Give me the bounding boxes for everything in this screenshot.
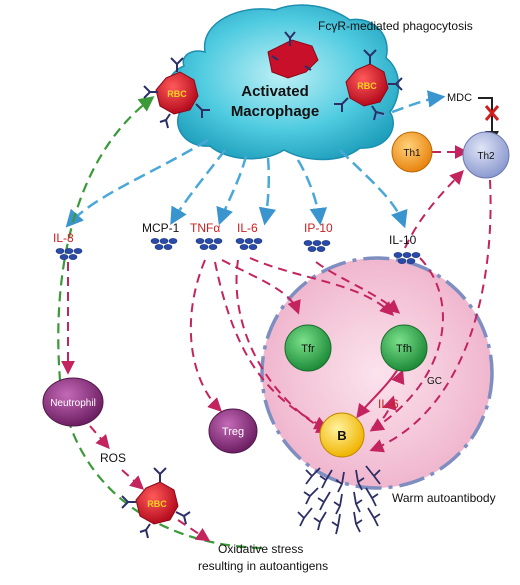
th1-cell [391,131,433,173]
arrow-mac-to-il10 [339,149,408,229]
arrow-il6-to-b [235,259,331,434]
gc-label: GC [427,376,442,387]
cytokine-label-ip10: IP-10 [304,221,333,235]
title-label: FcγR-mediated phagocytosis [318,19,473,33]
arrow-mac-to-tnfa [216,155,248,226]
cytokine-il6-dots [235,238,263,250]
warm-autoantibody-label: Warm autoantibody [392,491,496,505]
arrow-mac-to-il8 [65,138,209,228]
oxidative-stress-label-line1: Oxidative stress [218,542,303,556]
th2-label: Th2 [477,151,495,162]
rbc-cell-right: RBC [334,49,403,121]
arrow-mac-to-mcp1 [170,149,226,226]
tfh-label: Tfh [396,343,412,355]
antibody-on-phagocytosed-rbc [271,31,312,71]
arrow-neutrophil-to-ros [89,425,110,450]
cytokine-label-il10: IL-10 [389,233,417,247]
arrow-rbc-to-oxidative [177,519,211,542]
b-label: B [337,428,346,443]
tfr-label: Tfr [301,343,315,355]
germinal-center [260,256,494,490]
th1-label: Th1 [403,148,421,159]
phagocytosed-rbc [267,39,319,79]
cytokine-label-mcp1: MCP-1 [142,221,180,235]
ros-label: ROS [100,451,126,465]
arrow-mac-to-mdc [374,90,446,120]
neutrophil-label: Neutrophil [50,398,96,409]
cytokine-label-tnfa: TNFα [190,221,220,235]
cytokine-label-il6-b: IL-6 [378,397,399,411]
arrow-tnfa-to-b [214,261,329,430]
b-cell [319,412,365,458]
arrow-th2-to-b [369,179,492,453]
rbc-label-right: RBC [357,81,377,91]
tfr-cell [284,324,332,372]
th2-cell [462,131,510,179]
rbc-label-left: RBC [167,89,187,99]
warm-autoantibody-icons [297,465,381,535]
cytokine-il8-dots [55,248,83,260]
tfh-cell [380,324,428,372]
cytokine-ip10-dots [303,240,331,252]
block-x-icon [484,105,500,121]
cytokine-mcp1-dots [150,238,178,250]
cytokine-label-il8: IL-8 [53,231,74,245]
cytokine-label-il6: IL-6 [237,221,258,235]
neutrophil-cell [42,377,104,427]
cytokine-label-mdc: MDC [447,92,472,104]
arrow-il10-to-th2 [404,169,464,249]
arrow-b-to-il6 [371,395,397,429]
cytokine-tnfa-dots [195,238,223,250]
rbc-cell-bottom: RBC [121,467,191,539]
arrow-mdc-to-th2 [478,97,499,145]
macrophage-label-line2: Macrophage [231,103,319,120]
arrow-il6b-to-tfh [391,369,405,385]
cytokine-il10-dots [393,252,421,264]
rbc-label-bottom: RBC [147,499,167,509]
oxidative-stress-label-line2: resulting in autoantigens [198,559,328,573]
treg-cell [208,408,258,454]
macrophage-label-line1: Activated [241,83,309,100]
treg-label: Treg [222,426,244,438]
arrow-il6-to-tfh [249,257,394,316]
arrow-ip10-to-tfh [315,261,401,314]
rbc-cell-left: RBC [143,57,210,129]
arrow-mac-to-ip10 [296,159,328,226]
arrow-il10-to-b [369,257,444,432]
arrow-tnfa-to-treg [189,259,222,412]
arrow-mac-to-il6 [258,157,277,226]
arrow-ros-to-rbc [121,469,145,490]
